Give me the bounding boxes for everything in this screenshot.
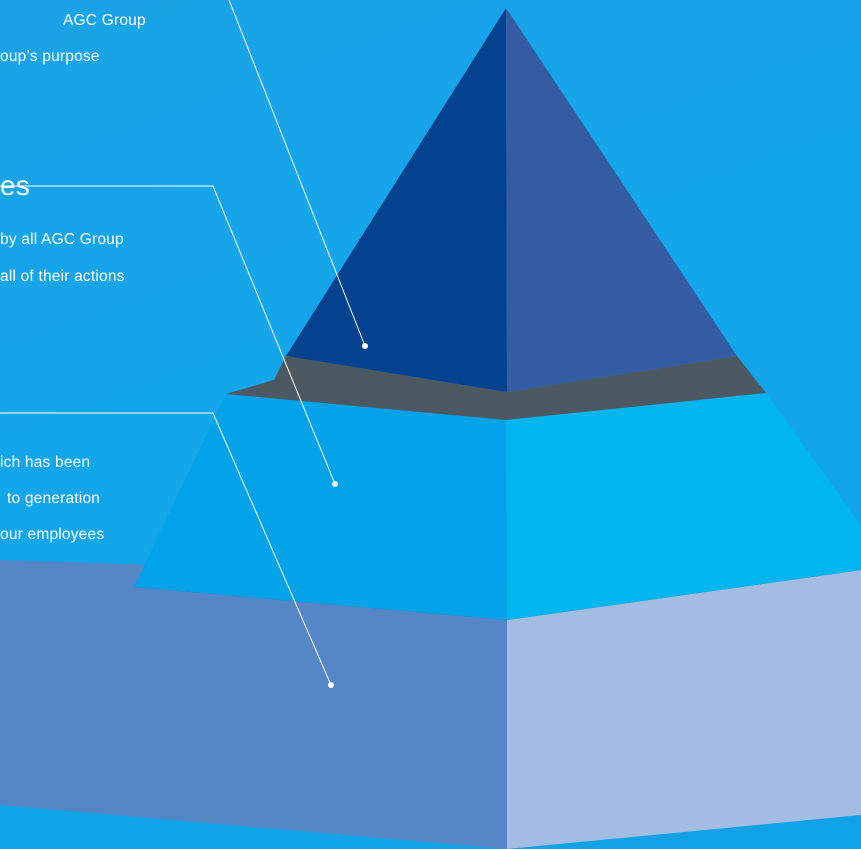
bottom-tier-left-face	[0, 560, 507, 849]
pyramid-bottom-tier	[0, 560, 861, 849]
leader-lines	[0, 0, 366, 686]
top-tier-right-face	[506, 8, 737, 392]
bottom-section-line-2: to generation	[7, 490, 101, 507]
bottom-section-line-3: our employees	[0, 526, 105, 543]
leader-line-middle	[0, 185, 336, 485]
middle-section-line-1: by all AGC Group	[0, 231, 124, 248]
leader-dot-middle	[332, 481, 338, 487]
upper-gap-shadow	[226, 356, 766, 420]
bottom-tier-right-face	[507, 570, 861, 849]
leader-line-bottom	[0, 412, 332, 686]
leader-line-top	[228, 0, 366, 347]
bottom-section-line-1: ich has been	[0, 454, 91, 471]
top-tier-left-face	[286, 8, 507, 392]
middle-tier-right-face	[506, 393, 861, 620]
pyramid-middle-tier	[134, 393, 861, 620]
middle-section-line-2: all of their actions	[0, 268, 125, 285]
middle-section-heading: es	[0, 170, 31, 201]
middle-tier-left-face	[134, 394, 507, 620]
leader-dot-top	[362, 343, 368, 349]
top-section-line-2: oup’s purpose	[0, 48, 100, 65]
leader-dot-bottom	[328, 682, 334, 688]
pyramid-top-tier	[286, 8, 737, 392]
top-section-line-1: AGC Group	[63, 12, 146, 29]
